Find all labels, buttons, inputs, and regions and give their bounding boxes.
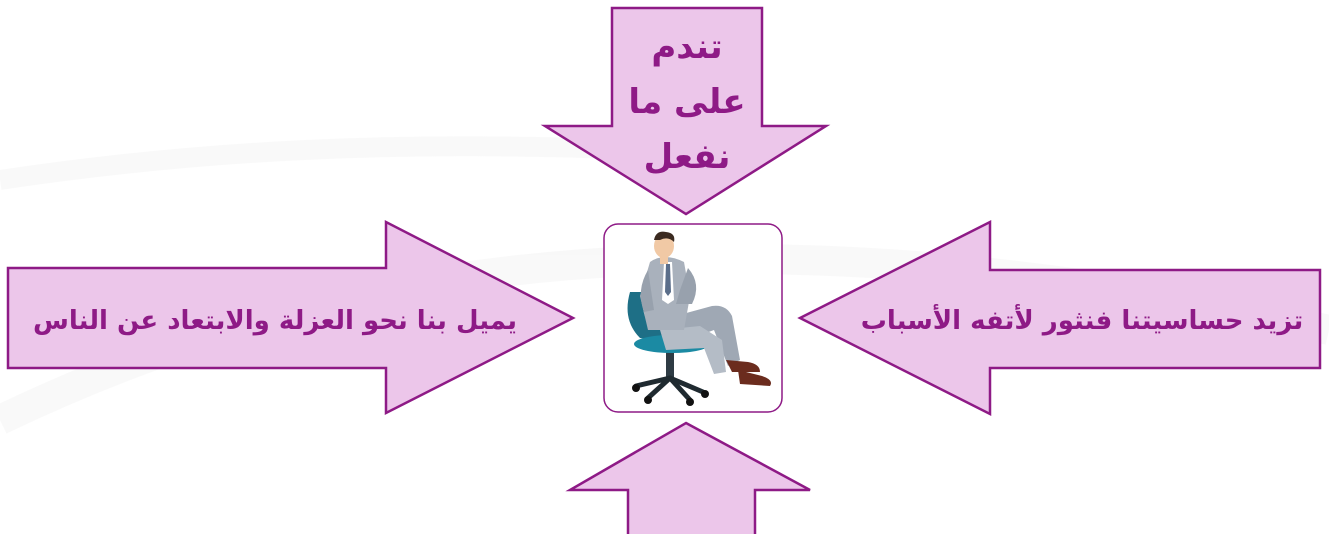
right-arrow: تزيد حساسيتنا فنثور لأتفه الأسباب (797, 219, 1322, 417)
chair-base (632, 350, 709, 406)
top-arrow-line-1: تندم (651, 27, 722, 67)
right-arrow-shape (797, 219, 1322, 417)
top-arrow-line-2: على ما (628, 82, 745, 122)
center-figure (603, 223, 783, 413)
legs (660, 305, 771, 386)
torso (640, 257, 697, 330)
bottom-arrow-shape (565, 421, 811, 534)
top-arrow: تندم على ما نفعل (540, 6, 831, 216)
head (654, 231, 675, 264)
man-sitting-in-office-chair-icon (627, 231, 771, 406)
top-arrow-line-3: نفعل (644, 137, 731, 177)
left-arrow-shape (6, 219, 576, 416)
top-arrow-shape (540, 6, 831, 216)
left-arrow-text: يميل بنا نحو العزلة والابتعاد عن الناس (33, 306, 517, 336)
right-arrow-text: تزيد حساسيتنا فنثور لأتفه الأسباب (861, 304, 1304, 336)
bottom-arrow (565, 421, 811, 534)
left-arrow: يميل بنا نحو العزلة والابتعاد عن الناس (6, 219, 576, 416)
